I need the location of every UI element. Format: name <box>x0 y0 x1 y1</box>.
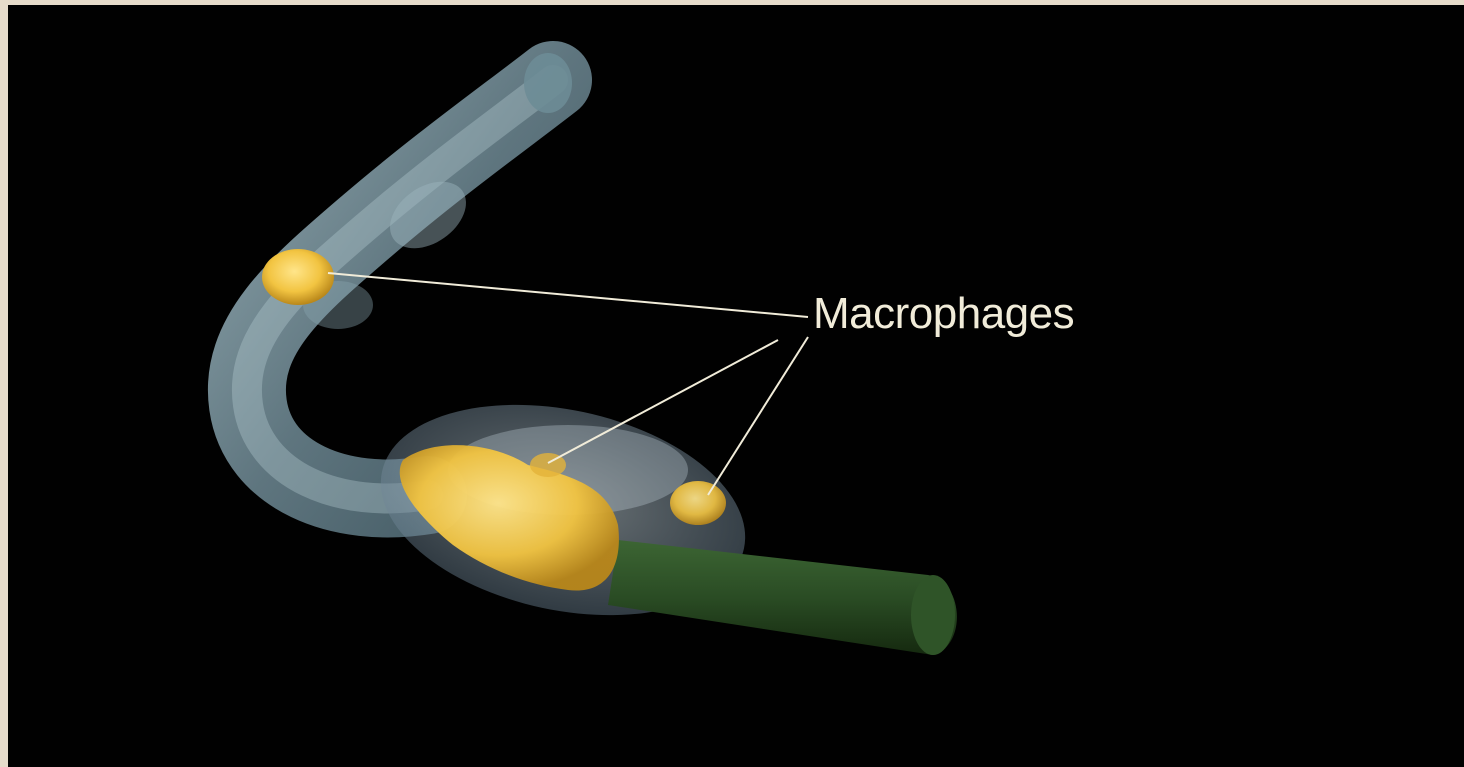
macrophage-illustration <box>8 5 1464 767</box>
illustration-frame: Macrophages <box>8 5 1464 767</box>
macrophages-label: Macrophages <box>813 292 1074 336</box>
green-rod <box>608 540 957 655</box>
macrophage-right <box>670 481 726 525</box>
macrophage-top <box>262 249 334 305</box>
